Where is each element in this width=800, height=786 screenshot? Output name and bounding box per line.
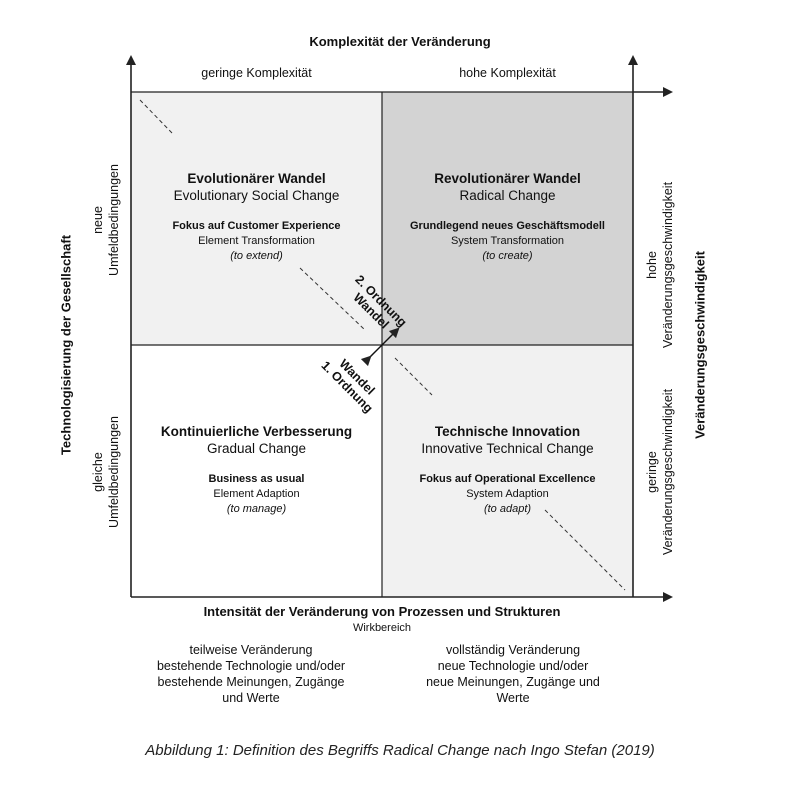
quadrant-technical-text: Technische Innovation Innovative Technic… xyxy=(382,423,633,517)
right-bottom-line2: Veränderungsgeschwindigkeit xyxy=(661,388,675,556)
bottom-left-description: teilweise Veränderung bestehende Technol… xyxy=(126,642,376,706)
quadrant-focus: Business as usual xyxy=(208,473,305,485)
bottom-left-line: bestehende Technologie und/oder xyxy=(156,659,346,673)
diagonal-dashed-center xyxy=(394,357,433,396)
right-bottom-line1: geringe xyxy=(645,451,659,493)
quadrant-gradual-text: Kontinuierliche Verbesserung Gradual Cha… xyxy=(131,423,382,517)
quadrant-title: Evolutionärer Wandel xyxy=(187,171,326,186)
bottom-right-line: neue Technologie und/oder xyxy=(437,659,589,673)
left-top-line1: neue xyxy=(91,206,105,234)
left-axis-title: Technologisierung der Gesellschaft xyxy=(58,234,74,456)
left-bottom-line2: Umfeldbedingungen xyxy=(107,416,121,528)
quadrant-title: Technische Innovation xyxy=(434,424,581,439)
quadrant-note: (to create) xyxy=(482,250,533,262)
quadrant-evolutionary: Evolutionärer Wandel Evolutionary Social… xyxy=(131,92,382,345)
diagonal-dashed-top xyxy=(139,99,173,134)
quadrant-technical: Technische Innovation Innovative Technic… xyxy=(382,345,633,597)
quadrant-subtitle: Innovative Technical Change xyxy=(421,441,594,456)
quadrant-system: Element Adaption xyxy=(213,488,300,500)
quadrant-focus: Fokus auf Customer Experience xyxy=(172,220,341,232)
quadrant-subtitle: Gradual Change xyxy=(206,441,307,456)
bottom-right-line: Werte xyxy=(496,691,530,705)
left-top-label: neue Umfeldbedingungen xyxy=(90,164,122,276)
quadrant-evolutionary-text: Evolutionärer Wandel Evolutionary Social… xyxy=(131,170,382,264)
right-bottom-label: geringe Veränderungsgeschwindigkeit xyxy=(644,389,676,555)
quadrant-note: (to adapt) xyxy=(483,503,532,515)
diagonal-dashed-mid xyxy=(299,267,366,331)
left-bottom-line1: gleiche xyxy=(91,452,105,492)
quadrant-title: Revolutionärer Wandel xyxy=(434,171,581,186)
diagonal-dashed-bottom xyxy=(544,509,626,591)
quadrant-system: Element Transformation xyxy=(198,235,315,247)
bottom-axis-subtitle: Wirkbereich xyxy=(352,622,412,634)
quadrant-subtitle: Evolutionary Social Change xyxy=(173,188,340,203)
quadrant-system: System Transformation xyxy=(450,235,565,247)
right-top-line1: hohe xyxy=(645,251,659,279)
quadrant-subtitle: Radical Change xyxy=(459,188,556,203)
right-axis-title: Veränderungsgeschwindigkeit xyxy=(692,251,708,439)
quadrant-revolutionary-text: Revolutionärer Wandel Radical Change Gru… xyxy=(382,170,633,264)
figure-caption: Abbildung 1: Definition des Begriffs Rad… xyxy=(145,742,655,759)
quadrant-revolutionary: Revolutionärer Wandel Radical Change Gru… xyxy=(382,92,633,345)
bottom-left-line: teilweise Veränderung xyxy=(189,643,313,657)
quadrant-gradual: Kontinuierliche Verbesserung Gradual Cha… xyxy=(131,345,382,597)
top-left-label: geringe Komplexität xyxy=(201,66,312,80)
bottom-left-line: und Werte xyxy=(222,691,280,705)
bottom-right-line: vollständig Veränderung xyxy=(445,643,581,657)
right-top-label: hohe Veränderungsgeschwindigkeit xyxy=(644,182,676,348)
right-top-line2: Veränderungsgeschwindigkeit xyxy=(661,181,675,349)
left-bottom-label: gleiche Umfeldbedingungen xyxy=(90,416,122,528)
quadrant-focus: Grundlegend neues Geschäftsmodell xyxy=(410,220,605,232)
quadrant-title: Kontinuierliche Verbesserung xyxy=(160,424,353,439)
order-double-arrow xyxy=(360,327,400,367)
left-top-line2: Umfeldbedingungen xyxy=(107,164,121,276)
quadrant-focus: Fokus auf Operational Excellence xyxy=(419,473,596,485)
quadrant-note: (to manage) xyxy=(226,503,287,515)
top-right-label: hohe Komplexität xyxy=(459,66,556,80)
quadrant-note: (to extend) xyxy=(230,250,283,262)
bottom-left-line: bestehende Meinungen, Zugänge xyxy=(157,675,345,689)
top-axis-title: Komplexität der Veränderung xyxy=(309,34,491,49)
bottom-right-line: neue Meinungen, Zugänge und xyxy=(426,675,600,689)
bottom-right-description: vollständig Veränderung neue Technologie… xyxy=(388,642,638,706)
quadrant-system: System Adaption xyxy=(466,488,549,500)
bottom-axis-title: Intensität der Veränderung von Prozessen… xyxy=(203,604,561,619)
